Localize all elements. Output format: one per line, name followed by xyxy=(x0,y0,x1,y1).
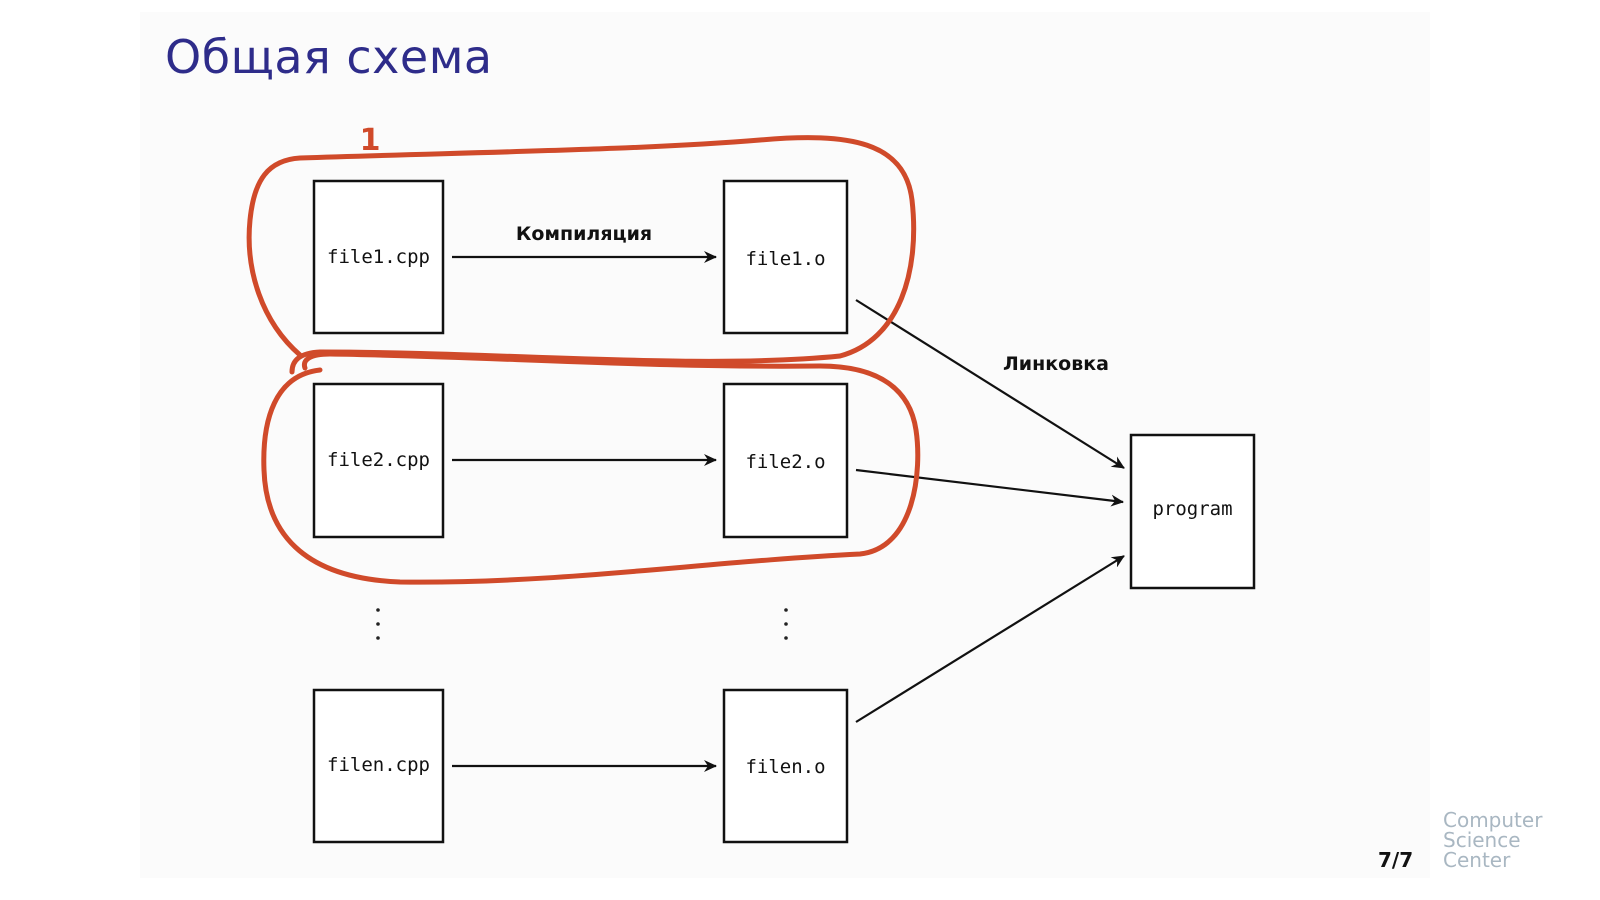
source-box-n: filen.cpp xyxy=(312,688,445,844)
annotation-loop-2 xyxy=(261,351,921,585)
logo-line-2: Science xyxy=(1443,828,1521,852)
logo-line-3: Center xyxy=(1443,848,1511,872)
source-label-2: file2.cpp xyxy=(327,449,430,471)
logo-line-1: Computer xyxy=(1443,808,1543,832)
page-number: 7/7 xyxy=(1378,848,1414,872)
link-arrow-1 xyxy=(855,299,1125,469)
source-box-1: file1.cpp xyxy=(312,179,445,335)
compile-label: Компиляция xyxy=(516,223,652,245)
source-label-1: file1.cpp xyxy=(327,246,430,268)
link-label: Линковка xyxy=(1003,353,1109,375)
object-box-2: file2.o xyxy=(722,382,849,539)
logo: Computer Science Center xyxy=(1443,810,1563,870)
annotation-loop-1 xyxy=(246,135,917,375)
object-label-2: file2.o xyxy=(745,451,825,473)
page-title: Общая схема xyxy=(165,30,493,84)
source-label-n: filen.cpp xyxy=(327,754,430,776)
link-arrow-n xyxy=(855,555,1125,723)
object-label-n: filen.o xyxy=(745,756,825,778)
object-ellipsis xyxy=(784,608,788,640)
object-label-1: file1.o xyxy=(745,248,825,270)
annotation-mark: 1 xyxy=(360,123,381,158)
program-label: program xyxy=(1152,498,1232,520)
object-box-n: filen.o xyxy=(722,688,849,844)
source-ellipsis xyxy=(376,608,380,640)
object-box-1: file1.o xyxy=(722,179,849,335)
link-arrow-2 xyxy=(855,468,1124,507)
source-box-2: file2.cpp xyxy=(312,382,445,539)
program-box: program xyxy=(1129,433,1256,590)
